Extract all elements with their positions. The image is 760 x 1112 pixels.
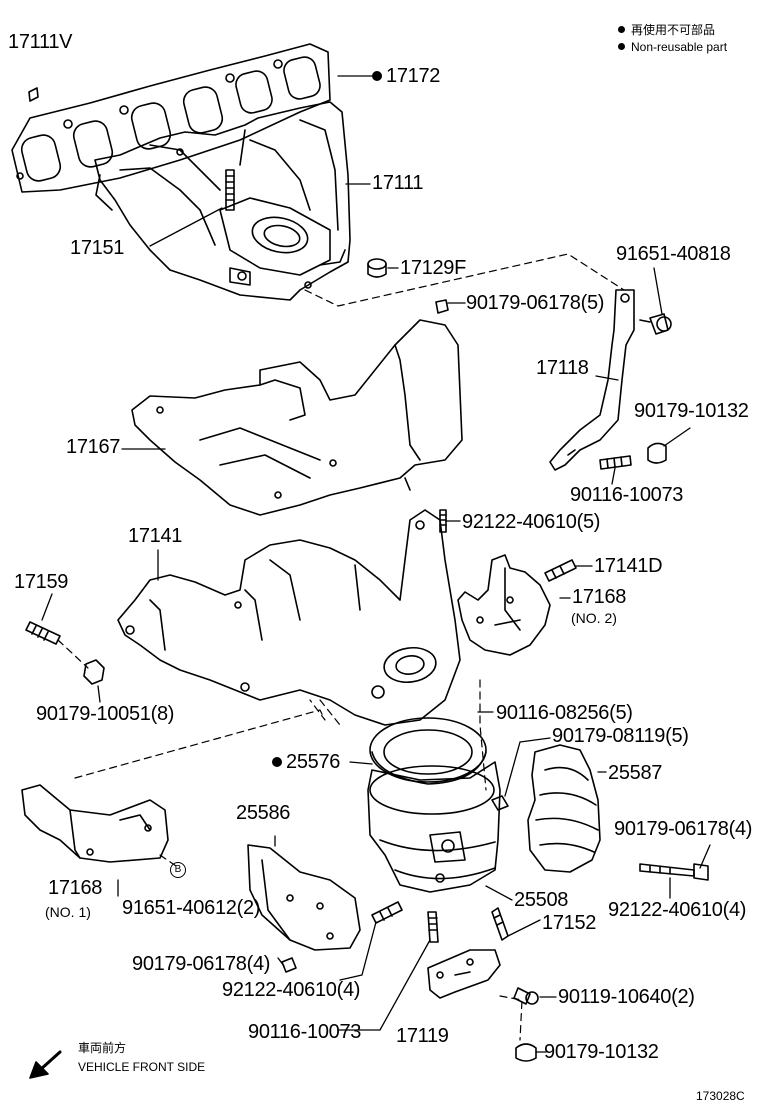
nut-90179-08119-drawing	[491, 795, 509, 811]
heat-insulator-25586-drawing	[247, 844, 361, 951]
label-no1: (NO. 1)	[45, 904, 91, 920]
heat-insulator-upper-drawing	[131, 319, 463, 516]
label-17159: 17159	[14, 571, 69, 593]
label-17167: 17167	[66, 436, 121, 458]
stud-17151-drawing	[225, 169, 235, 211]
label-25576-text: 25576	[286, 751, 341, 773]
dashed-alignment-lines	[57, 253, 625, 1041]
label-90119-10640-2: 90119-10640(2)	[558, 986, 695, 1008]
label-90179-06178-4-left: 90179-06178(4)	[132, 953, 271, 975]
legend-jp: 再使用不可部品	[618, 24, 715, 36]
legend-en: Non-reusable part	[618, 41, 727, 53]
label-90116-08256-5: 90116-08256(5)	[496, 702, 633, 724]
label-17152: 17152	[542, 912, 597, 934]
heat-insulator-25587-drawing	[527, 744, 601, 873]
legend-jp-text: 再使用不可部品	[631, 23, 716, 37]
direction-en: VEHICLE FRONT SIDE	[78, 1060, 206, 1074]
label-no2: (NO. 2)	[571, 610, 617, 626]
label-17172: 17172	[372, 66, 440, 86]
bolt-91651-40818-drawing	[639, 313, 672, 335]
label-90179-06178-5: 90179-06178(5)	[466, 292, 605, 314]
leader-lines	[41, 75, 711, 1053]
manifold-stay-17118-drawing	[549, 289, 635, 471]
nut-90179-10132-upper-drawing	[647, 442, 667, 464]
stud-90116-10073-upper-drawing	[599, 455, 632, 470]
heat-insulator-17168-no1-drawing	[21, 784, 169, 863]
label-90179-10132-lower: 90179-10132	[544, 1041, 659, 1063]
label-17168-no1: 17168	[48, 877, 103, 899]
label-90179-08119-5: 90179-08119(5)	[552, 725, 689, 747]
label-90116-10073-upper: 90116-10073	[570, 484, 684, 506]
heat-insulator-17168-no2-drawing	[457, 554, 551, 656]
nut-90179-06178-upper-drawing	[435, 299, 449, 314]
label-91651-40612-2: 91651-40612(2)	[122, 897, 261, 919]
label-17111v: 17111V	[8, 31, 73, 53]
label-90179-10132-upper: 90179-10132	[634, 400, 749, 422]
bracket-17119-drawing	[427, 949, 501, 999]
label-17172-text: 17172	[386, 65, 441, 87]
label-17129f: 17129F	[400, 257, 467, 279]
label-92122-40610-5: 92122-40610(5)	[462, 511, 601, 533]
label-90179-06178-4-right: 90179-06178(4)	[614, 818, 753, 840]
label-91651-40818: 91651-40818	[616, 243, 731, 265]
exhaust-manifold-drawing	[94, 101, 351, 301]
circle-marker-b: B	[170, 862, 186, 878]
label-25586: 25586	[236, 802, 291, 824]
label-25576: 25576	[272, 752, 340, 772]
direction-jp: 車両前方	[78, 1041, 127, 1055]
bolt-90119-10640-drawing	[513, 987, 539, 1005]
plug-17129f-drawing	[367, 258, 387, 278]
stud-90116-10073-lower-drawing	[427, 911, 439, 943]
catalytic-converter-drawing	[367, 761, 501, 893]
label-17119: 17119	[396, 1025, 449, 1047]
bullet-icon	[618, 43, 625, 50]
stud-17152-drawing	[491, 907, 509, 941]
label-25587: 25587	[608, 762, 663, 784]
diagram-id: 173028C	[696, 1089, 745, 1103]
nut-90179-10051-drawing	[83, 659, 105, 685]
bullet-icon	[618, 26, 625, 33]
non-reusable-dot-icon	[372, 71, 382, 81]
stud-17159-drawing	[25, 621, 61, 645]
label-25508: 25508	[514, 889, 569, 911]
nut-90179-06178-lower-drawing	[281, 957, 297, 973]
label-92122-40610-4-right: 92122-40610(4)	[608, 899, 747, 921]
nut-90179-10132-lower-drawing	[515, 1043, 537, 1062]
label-17118: 17118	[536, 357, 589, 379]
stud-92122-40610-lower-drawing	[371, 901, 403, 924]
vehicle-front-arrow-icon	[29, 1050, 62, 1079]
manifold-gasket-drawing	[11, 43, 331, 193]
bolt-92122-40610-right-drawing	[639, 863, 709, 881]
label-17141d: 17141D	[594, 555, 663, 577]
label-17168-no2: 17168	[572, 586, 627, 608]
non-reusable-dot-icon	[272, 757, 282, 767]
legend-en-text: Non-reusable part	[631, 40, 728, 54]
label-17111: 17111	[372, 172, 424, 194]
label-17151: 17151	[70, 237, 125, 259]
gasket-25576-drawing	[369, 717, 487, 785]
label-17141: 17141	[128, 525, 183, 547]
stud-17141d-drawing	[544, 559, 577, 582]
stud-92122-40610-5-drawing	[439, 509, 447, 533]
label-90179-10051-8: 90179-10051(8)	[36, 703, 175, 725]
pin-17111v-drawing	[28, 87, 39, 102]
label-90116-10073-lower: 90116-10073	[248, 1021, 362, 1043]
label-92122-40610-4-left: 92122-40610(4)	[222, 979, 361, 1001]
